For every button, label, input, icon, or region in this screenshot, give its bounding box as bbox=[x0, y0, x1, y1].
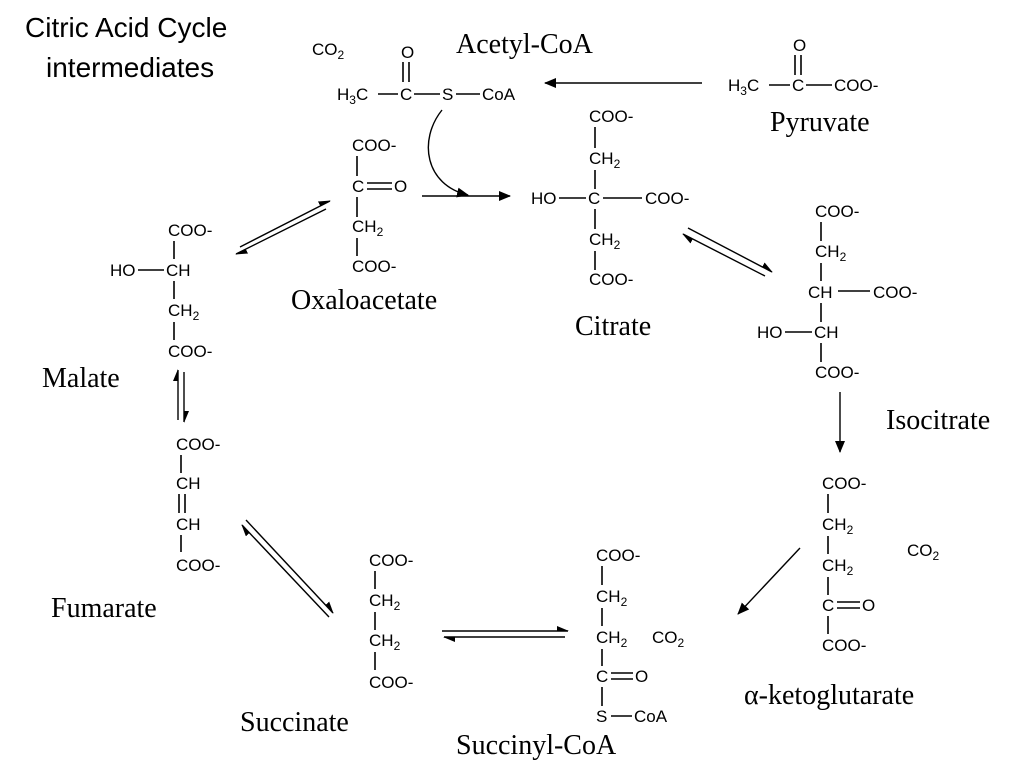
malate-coo-bottom: COO- bbox=[168, 342, 212, 361]
isocitrate-ch-lower: CH bbox=[814, 323, 839, 342]
citrate-c: C bbox=[588, 189, 600, 208]
succcoa-s: S bbox=[596, 707, 607, 726]
pyruvate-c: C bbox=[792, 76, 804, 95]
citrate-ch2-bottom: CH2 bbox=[589, 230, 621, 252]
succinate-label: Succinate bbox=[240, 707, 349, 738]
oaa-coo-bottom: COO- bbox=[352, 257, 396, 276]
succinate-structure: COO- CH2 CH2 COO- bbox=[369, 551, 413, 692]
acetyl-coa-structure: CO2 O H3C C S CoA bbox=[312, 40, 516, 107]
citrate-label: Citrate bbox=[575, 311, 651, 342]
succcoa-coo-top: COO- bbox=[596, 546, 640, 565]
succcoa-ch2-top: CH2 bbox=[596, 587, 628, 609]
oxaloacetate-structure: COO- C O CH2 COO- bbox=[352, 136, 407, 276]
isocitrate-ch: CH bbox=[808, 283, 833, 302]
citrate-coo-bottom: COO- bbox=[589, 270, 633, 289]
isocitrate-structure: COO- CH2 CH COO- HO CH COO- bbox=[757, 202, 917, 382]
isocitrate-coo-bottom: COO- bbox=[815, 363, 859, 382]
oaa-coo-top: COO- bbox=[352, 136, 396, 155]
malate-coo-top: COO- bbox=[168, 221, 212, 240]
alpha-ketoglutarate-structure: COO- CH2 CH2 C O COO- CO2 bbox=[822, 474, 940, 655]
isocitrate-ch2: CH2 bbox=[815, 242, 847, 264]
acetyl-c: C bbox=[400, 85, 412, 104]
malate-ch: CH bbox=[166, 261, 191, 280]
akg-coo-top: COO- bbox=[822, 474, 866, 493]
pyruvate-ch3: H3C bbox=[728, 76, 759, 98]
succinate-ch2-top: CH2 bbox=[369, 591, 401, 613]
isocitrate-to-citrate-arrow bbox=[682, 233, 766, 277]
oaa-c: C bbox=[352, 177, 364, 196]
succinate-ch2-bottom: CH2 bbox=[369, 631, 401, 653]
fumarate-ch-top: CH bbox=[176, 474, 201, 493]
fumarate-coo-top: COO- bbox=[176, 435, 220, 454]
isocitrate-coo-top: COO- bbox=[815, 202, 859, 221]
succcoa-coa-group: CoA bbox=[634, 707, 668, 726]
citrate-structure: COO- CH2 HO C COO- CH2 COO- bbox=[531, 107, 689, 289]
malate-structure: COO- HO CH CH2 COO- bbox=[110, 221, 212, 361]
fumarate-ch-bottom: CH bbox=[176, 515, 201, 534]
succcoa-c: C bbox=[596, 667, 608, 686]
diagram-title-line-1: Citric Acid Cycle bbox=[25, 12, 227, 43]
acetyl-coa-to-citrate-arrow bbox=[427, 109, 469, 198]
akg-to-succinyl-coa-arrow bbox=[737, 547, 801, 615]
malate-ch2: CH2 bbox=[168, 301, 200, 323]
succinyl-coa-structure: COO- CH2 CH2 C O S CoA CO2 bbox=[596, 546, 685, 726]
pyruvate-carbonyl-o: O bbox=[793, 36, 806, 55]
isocitrate-label: Isocitrate bbox=[886, 405, 990, 436]
oxaloacetate-label: Oxaloacetate bbox=[291, 285, 437, 316]
oaa-ch2: CH2 bbox=[352, 217, 384, 239]
citrate-to-isocitrate-arrow bbox=[687, 227, 773, 273]
akg-coo-bottom: COO- bbox=[822, 636, 866, 655]
succcoa-ch2-bottom: CH2 bbox=[596, 628, 628, 650]
akg-ch2-top: CH2 bbox=[822, 515, 854, 537]
isocitrate-coo-right: COO- bbox=[873, 283, 917, 302]
akg-o: O bbox=[862, 596, 875, 615]
isocitrate-ho: HO bbox=[757, 323, 783, 342]
malate-label: Malate bbox=[42, 363, 120, 394]
diagram-title-line-2: intermediates bbox=[46, 52, 214, 83]
malate-ho: HO bbox=[110, 261, 136, 280]
succcoa-co2: CO2 bbox=[652, 628, 685, 650]
fumarate-label: Fumarate bbox=[51, 593, 157, 624]
succcoa-o: O bbox=[635, 667, 648, 686]
fumarate-coo-bottom: COO- bbox=[176, 556, 220, 575]
pyruvate-label: Pyruvate bbox=[770, 107, 870, 138]
citrate-coo-right: COO- bbox=[645, 189, 689, 208]
fumarate-structure: COO- CH CH COO- bbox=[176, 435, 220, 575]
succinate-to-fumarate-arrow bbox=[241, 524, 330, 618]
pyruvate-coo: COO- bbox=[834, 76, 878, 95]
acetyl-coa-label: Acetyl-CoA bbox=[456, 29, 594, 60]
citrate-ho: HO bbox=[531, 189, 557, 208]
pyruvate-structure: O H3C C COO- bbox=[728, 36, 878, 98]
acetyl-coa-group: CoA bbox=[482, 85, 516, 104]
acetyl-ch3: H3C bbox=[337, 85, 368, 107]
oaa-o: O bbox=[394, 177, 407, 196]
succinate-coo-bottom: COO- bbox=[369, 673, 413, 692]
oxaloacetate-to-malate-arrow bbox=[235, 208, 327, 255]
citrate-coo-top: COO- bbox=[589, 107, 633, 126]
citrate-ch2-top: CH2 bbox=[589, 149, 621, 171]
akg-ch2-bottom: CH2 bbox=[822, 556, 854, 578]
fumarate-to-succinate-arrow bbox=[245, 519, 334, 614]
succinyl-coa-label: Succinyl-CoA bbox=[456, 730, 617, 761]
akg-co2: CO2 bbox=[907, 541, 940, 563]
akg-c: C bbox=[822, 596, 834, 615]
acetyl-carbonyl-o: O bbox=[401, 43, 414, 62]
malate-to-oxaloacetate-arrow bbox=[239, 200, 331, 248]
alpha-ketoglutarate-label: α-ketoglutarate bbox=[744, 680, 914, 711]
succinate-coo-top: COO- bbox=[369, 551, 413, 570]
acetyl-s: S bbox=[442, 85, 453, 104]
acetyl-co2: CO2 bbox=[312, 40, 345, 62]
